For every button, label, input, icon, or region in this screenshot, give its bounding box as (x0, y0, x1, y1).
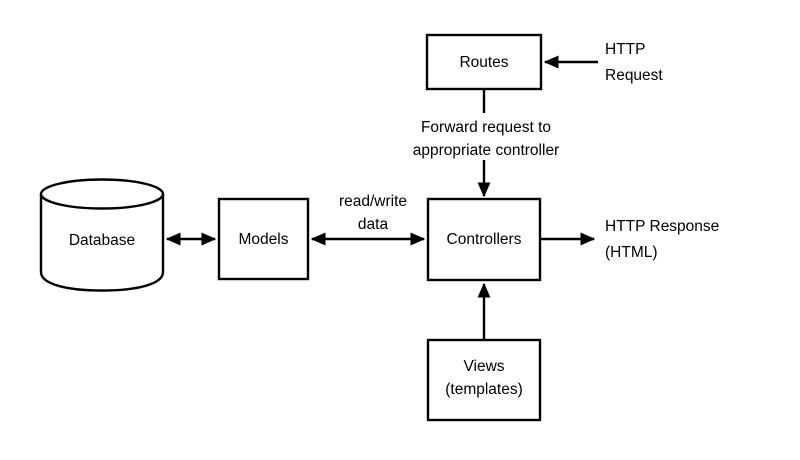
http-request-label-line1: HTTP (605, 41, 645, 58)
controllers-label: Controllers (447, 231, 522, 248)
node-routes[interactable]: Routes (425, 33, 543, 91)
forward-request-label-line1: Forward request to (421, 119, 551, 136)
database-cylinder-top (39, 178, 165, 210)
node-database[interactable]: Database (39, 178, 165, 292)
routes-box (425, 33, 543, 91)
database-cylinder-body (39, 192, 165, 292)
http-request-label: HTTP Request (605, 41, 663, 84)
forward-request-label-line2: appropriate controller (413, 142, 559, 159)
forward-request-label: Forward request to appropriate controlle… (413, 119, 559, 159)
read-write-data-label: read/write data (339, 193, 407, 233)
views-label-line2: (templates) (445, 381, 523, 398)
controllers-box (426, 197, 542, 282)
models-label: Models (239, 231, 289, 248)
views-box (426, 338, 542, 422)
http-response-label: HTTP Response (HTML) (605, 218, 719, 261)
views-label-line1: Views (463, 358, 504, 375)
node-controllers[interactable]: Controllers (426, 197, 542, 282)
read-write-label-line2: data (358, 216, 389, 233)
node-models[interactable]: Models (217, 197, 310, 281)
read-write-label-line1: read/write (339, 193, 407, 210)
http-response-label-line2: (HTML) (605, 244, 658, 261)
routes-label: Routes (459, 54, 508, 71)
models-box (217, 197, 310, 281)
database-label: Database (69, 232, 135, 249)
http-request-label-line2: Request (605, 67, 663, 84)
http-response-label-line1: HTTP Response (605, 218, 719, 235)
node-views[interactable]: Views (templates) (426, 338, 542, 422)
